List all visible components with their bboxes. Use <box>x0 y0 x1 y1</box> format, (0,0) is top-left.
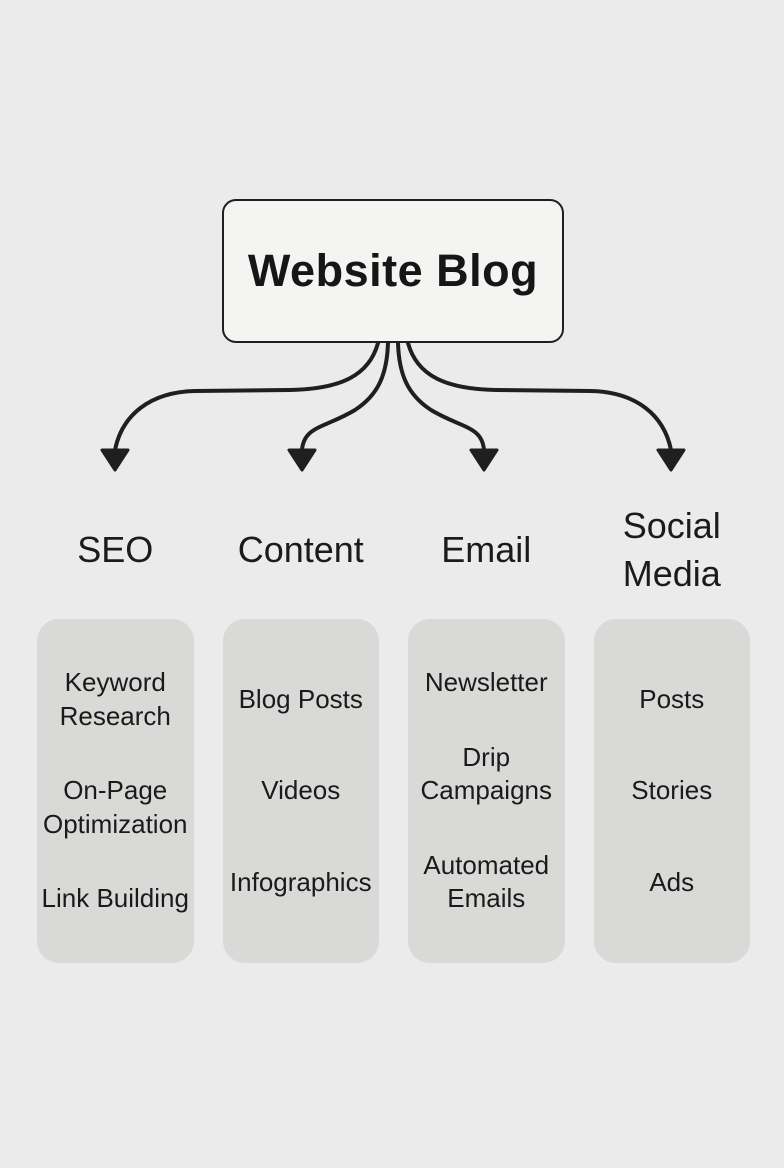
branch-seo-item: Link Building <box>41 883 189 914</box>
branch-email-pill: Newsletter Drip Campaigns Automated Emai… <box>408 619 565 963</box>
branch-email-item: Drip Campaigns <box>420 742 552 806</box>
branch-social-media-item: Ads <box>649 866 695 897</box>
root-node-title: Website Blog <box>247 245 539 296</box>
arrowhead-social-media-icon <box>656 448 686 472</box>
arrow-line-to-seo <box>113 341 380 452</box>
arrow-line-to-email <box>396 341 486 452</box>
branch-social-media-label: Social Media <box>622 505 721 594</box>
branch-content: Content Blog Posts Videos Infographics <box>222 481 379 963</box>
branch-content-item: Blog Posts <box>238 684 363 715</box>
arrowhead-email-icon <box>469 448 499 472</box>
branch-social-media-item: Posts <box>639 684 705 715</box>
branch-social-media-pill: Posts Stories Ads <box>593 619 750 963</box>
branch-email: Email Newsletter Drip Campaigns Automate… <box>408 481 565 963</box>
branch-email-item: Automated Emails <box>423 850 550 914</box>
branch-social-media-item: Stories <box>631 775 713 806</box>
arrow-line-to-content <box>300 341 390 452</box>
branch-seo-item: Keyword Research <box>59 667 171 731</box>
root-node: Website Blog <box>222 199 564 343</box>
arrowhead-seo-icon <box>100 448 130 472</box>
branch-seo-item: On-Page Optimization <box>43 775 188 839</box>
branch-social-media: Social Media Posts Stories Ads <box>593 481 750 963</box>
branch-seo: SEO Keyword Research On-Page Optimizatio… <box>37 481 194 963</box>
branch-email-label: Email <box>441 529 532 571</box>
arrow-line-to-social-media <box>406 341 673 452</box>
arrowhead-content-icon <box>287 448 317 472</box>
branch-seo-label: SEO <box>77 529 154 571</box>
branch-content-item: Infographics <box>229 866 372 897</box>
branch-seo-pill: Keyword Research On-Page Optimization Li… <box>37 619 194 963</box>
branch-content-label: Content <box>237 529 364 571</box>
branches-row: SEO Keyword Research On-Page Optimizatio… <box>37 481 750 963</box>
branch-content-pill: Blog Posts Videos Infographics <box>222 619 379 963</box>
branch-email-item: Newsletter <box>424 667 548 698</box>
branch-content-item: Videos <box>261 775 341 806</box>
